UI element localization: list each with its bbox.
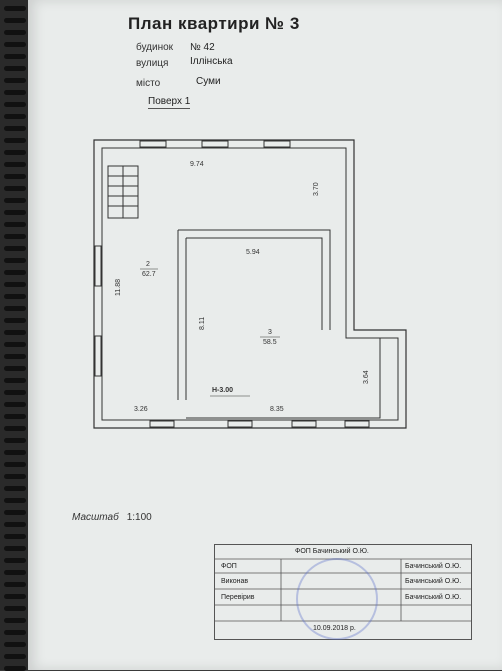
binding-ring	[4, 126, 26, 131]
binding-ring	[4, 558, 26, 563]
binding-ring	[4, 522, 26, 527]
dim-right-upper: 3.70	[313, 182, 320, 196]
binding-ring	[4, 474, 26, 479]
binding-ring	[4, 174, 26, 179]
binding-ring	[4, 642, 26, 647]
binding-ring	[4, 294, 26, 299]
street-value: Іллінська	[190, 56, 233, 67]
binding-ring	[4, 66, 26, 71]
binding-ring	[4, 6, 26, 11]
binding-ring	[4, 450, 26, 455]
binding-ring	[4, 270, 26, 275]
binding-ring	[4, 378, 26, 383]
row-fop-label: ФОП	[221, 563, 237, 570]
binding-ring	[4, 342, 26, 347]
binding-ring	[4, 78, 26, 83]
binding-ring	[4, 654, 26, 659]
binding-ring	[4, 306, 26, 311]
dim-bottom-left: 3.26	[134, 406, 148, 413]
binding-ring	[4, 546, 26, 551]
binding-ring	[4, 138, 26, 143]
binding-ring	[4, 198, 26, 203]
binding-ring	[4, 222, 26, 227]
binding-ring	[4, 414, 26, 419]
binding-ring	[4, 54, 26, 59]
dim-top-width: 9.74	[190, 161, 204, 168]
binding-ring	[4, 498, 26, 503]
binding-ring	[4, 390, 26, 395]
binding-ring	[4, 486, 26, 491]
dim-bottom-right: 8.35	[270, 406, 284, 413]
binding-ring	[4, 330, 26, 335]
scale-value: 1:100	[126, 512, 152, 523]
document-sheet	[28, 0, 502, 670]
binding-ring	[4, 18, 26, 23]
binding-ring	[4, 666, 26, 671]
binding-ring	[4, 90, 26, 95]
scale-label: Масштаб	[72, 512, 119, 523]
binding-ring	[4, 630, 26, 635]
spiral-binding	[0, 0, 28, 671]
floor-label: Поверх 1	[148, 96, 191, 109]
binding-ring	[4, 438, 26, 443]
seal-stamp	[296, 558, 378, 640]
binding-ring	[4, 210, 26, 215]
dim-inner-left: 8.11	[199, 317, 206, 330]
binding-ring	[4, 354, 26, 359]
binding-ring	[4, 426, 26, 431]
city-label: місто	[136, 78, 161, 89]
row-fop-name: Бачинський О.Ю.	[405, 563, 462, 570]
row-executed-label: Виконав	[221, 578, 249, 585]
binding-ring	[4, 570, 26, 575]
binding-ring	[4, 618, 26, 623]
title-block-header: ФОП Бачинський О.Ю.	[295, 548, 369, 555]
binding-ring	[4, 258, 26, 263]
binding-ring	[4, 606, 26, 611]
binding-ring	[4, 30, 26, 35]
room-3-area: 58.5	[263, 339, 277, 346]
dim-left-height: 11.88	[115, 279, 122, 296]
street-label: вулиця	[136, 58, 169, 69]
binding-ring	[4, 510, 26, 515]
binding-ring	[4, 114, 26, 119]
binding-ring	[4, 282, 26, 287]
binding-ring	[4, 462, 26, 467]
binding-ring	[4, 186, 26, 191]
row-checked-label: Перевірив	[221, 594, 255, 601]
binding-ring	[4, 150, 26, 155]
binding-ring	[4, 402, 26, 407]
ceiling-height: H-3.00	[212, 387, 233, 394]
scale-note: Масштаб 1:100	[72, 512, 152, 523]
binding-ring	[4, 42, 26, 47]
binding-ring	[4, 594, 26, 599]
row-checked-name: Бачинський О.Ю.	[405, 594, 462, 601]
binding-ring	[4, 246, 26, 251]
binding-ring	[4, 318, 26, 323]
city-value: Суми	[196, 76, 221, 87]
binding-ring	[4, 534, 26, 539]
binding-ring	[4, 102, 26, 107]
building-value: № 42	[190, 42, 215, 53]
page-title: План квартири № 3	[128, 14, 300, 33]
room-3-number: 3	[268, 329, 272, 336]
dim-inner-top: 5.94	[246, 249, 260, 256]
row-executed-name: Бачинський О.Ю.	[405, 578, 462, 585]
binding-ring	[4, 234, 26, 239]
binding-ring	[4, 366, 26, 371]
binding-ring	[4, 162, 26, 167]
binding-ring	[4, 582, 26, 587]
room-2-number: 2	[146, 261, 150, 268]
room-2-area: 62.7	[142, 271, 156, 278]
building-label: будинок	[136, 42, 174, 53]
dim-right-lower: 3.64	[363, 370, 370, 384]
